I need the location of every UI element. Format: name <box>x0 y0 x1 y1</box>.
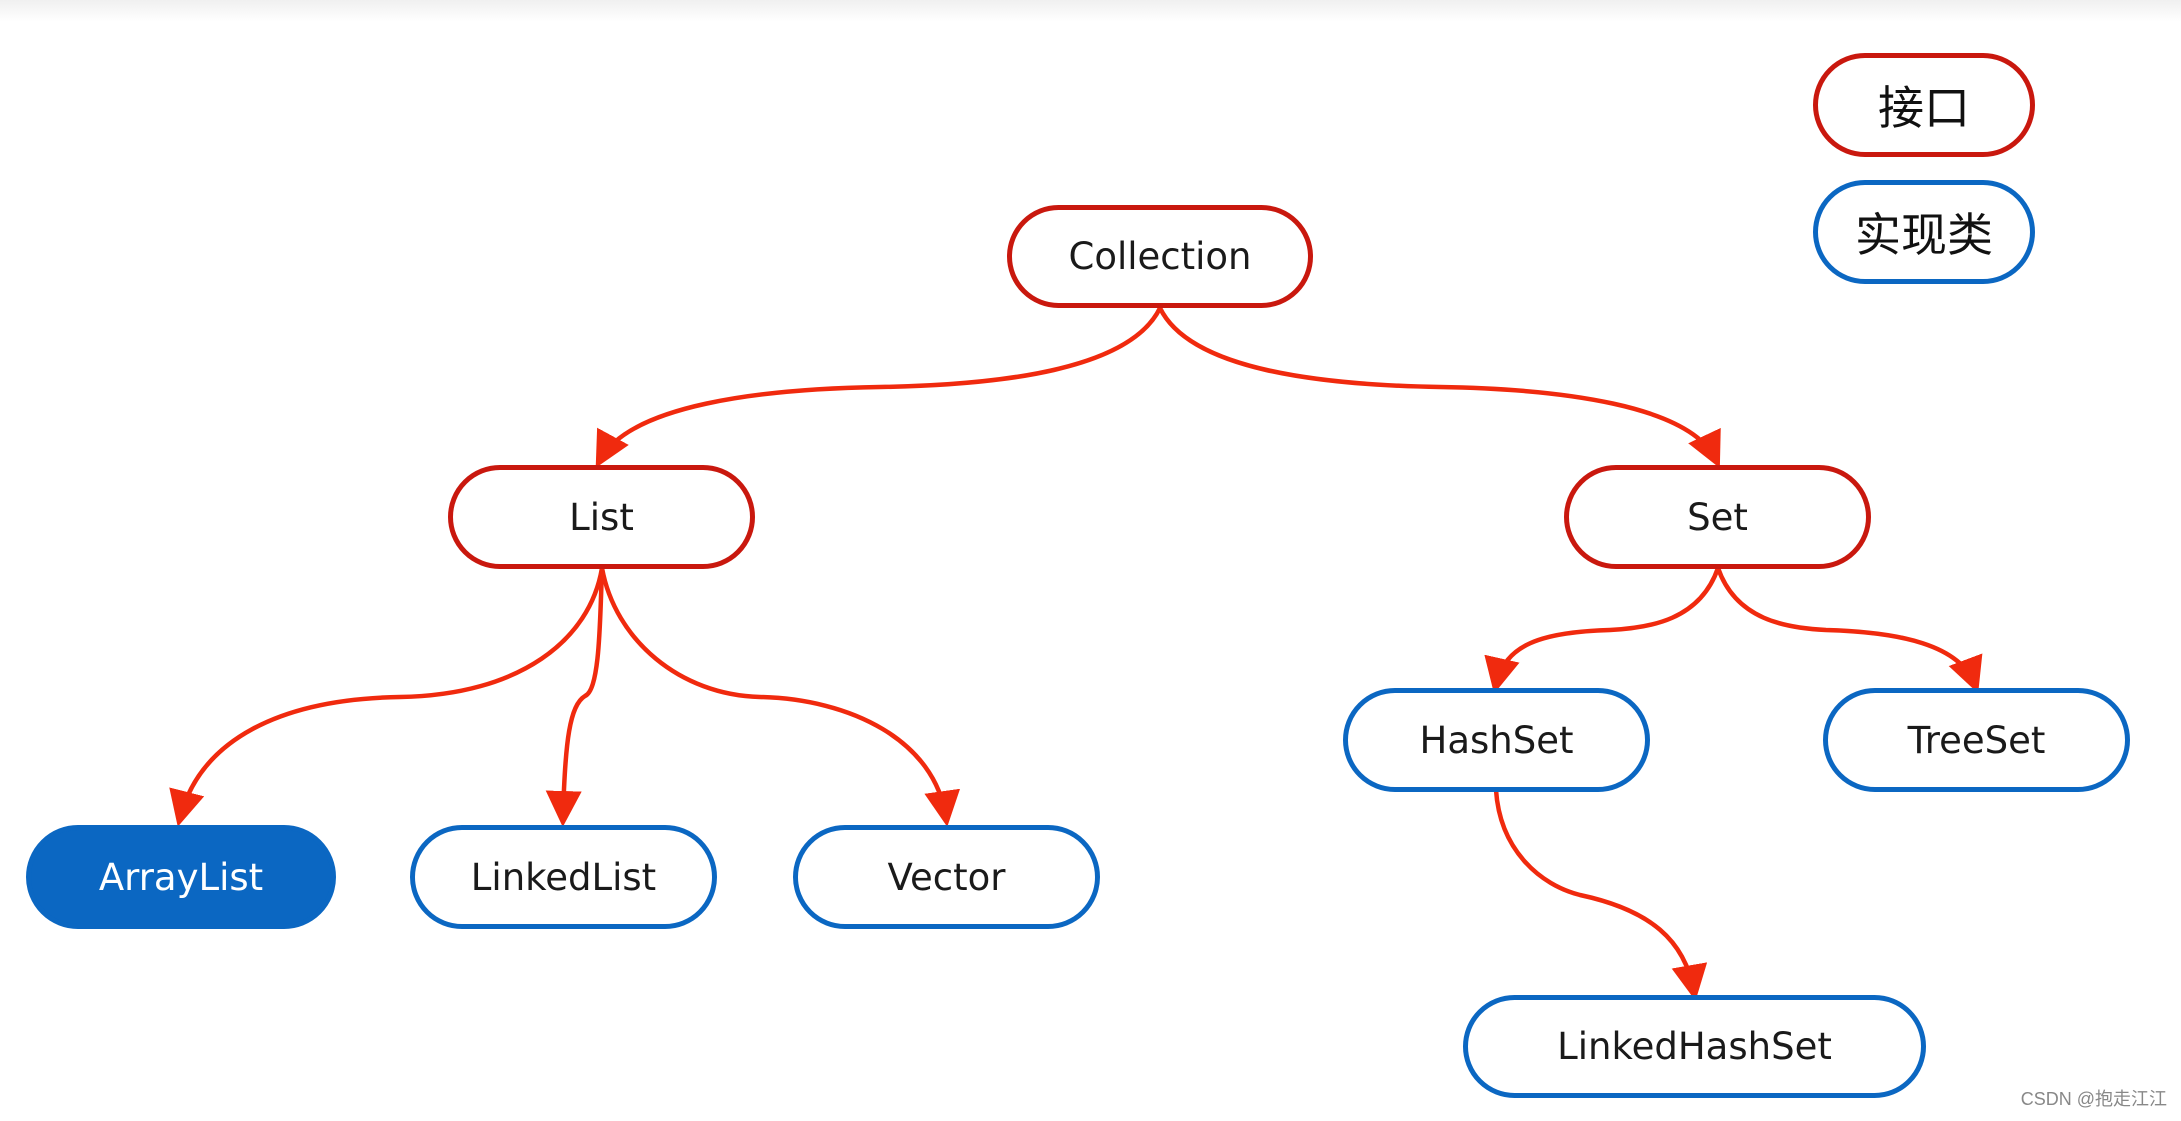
node-treeset-label: TreeSet <box>1907 718 2046 762</box>
legend-interface-label: 接口 <box>1878 81 1970 135</box>
node-list-label: List <box>569 495 634 539</box>
edge-list-arraylist <box>169 567 605 827</box>
node-vector-label: Vector <box>887 855 1006 899</box>
node-linkedlist-label: LinkedList <box>470 855 657 899</box>
node-linkedlist: LinkedList <box>410 825 717 929</box>
node-arraylist-label: ArrayList <box>98 855 264 899</box>
node-arraylist: ArrayList <box>26 825 336 929</box>
edge-list-vector <box>599 567 961 827</box>
node-set: Set <box>1564 465 1871 569</box>
edge-set-treeset <box>1715 567 1983 694</box>
node-linkedhashset: LinkedHashSet <box>1463 995 1926 1098</box>
edge-set-hashset <box>1484 567 1721 694</box>
node-set-label: Set <box>1687 495 1748 539</box>
node-hashset-label: HashSet <box>1419 718 1574 762</box>
node-list: List <box>448 465 755 569</box>
edge-collection-set <box>1157 307 1721 469</box>
watermark: CSDN @抱走江江 <box>2020 1089 2167 1109</box>
node-treeset: TreeSet <box>1823 688 2130 792</box>
legend-impl-label: 实现类 <box>1855 208 1993 262</box>
edge-hashset-linkedhashset <box>1493 789 1708 1001</box>
edge-collection-list <box>595 307 1163 468</box>
legend-implementation: 实现类 <box>1813 180 2035 284</box>
node-hashset: HashSet <box>1343 688 1650 792</box>
node-linkedhashset-label: LinkedHashSet <box>1557 1025 1832 1068</box>
edge-list-linkedlist <box>545 567 605 827</box>
node-collection: Collection <box>1007 205 1313 308</box>
top-strip <box>0 0 2181 22</box>
legend-interface: 接口 <box>1813 53 2035 157</box>
node-collection-label: Collection <box>1068 235 1252 278</box>
node-vector: Vector <box>793 825 1100 929</box>
